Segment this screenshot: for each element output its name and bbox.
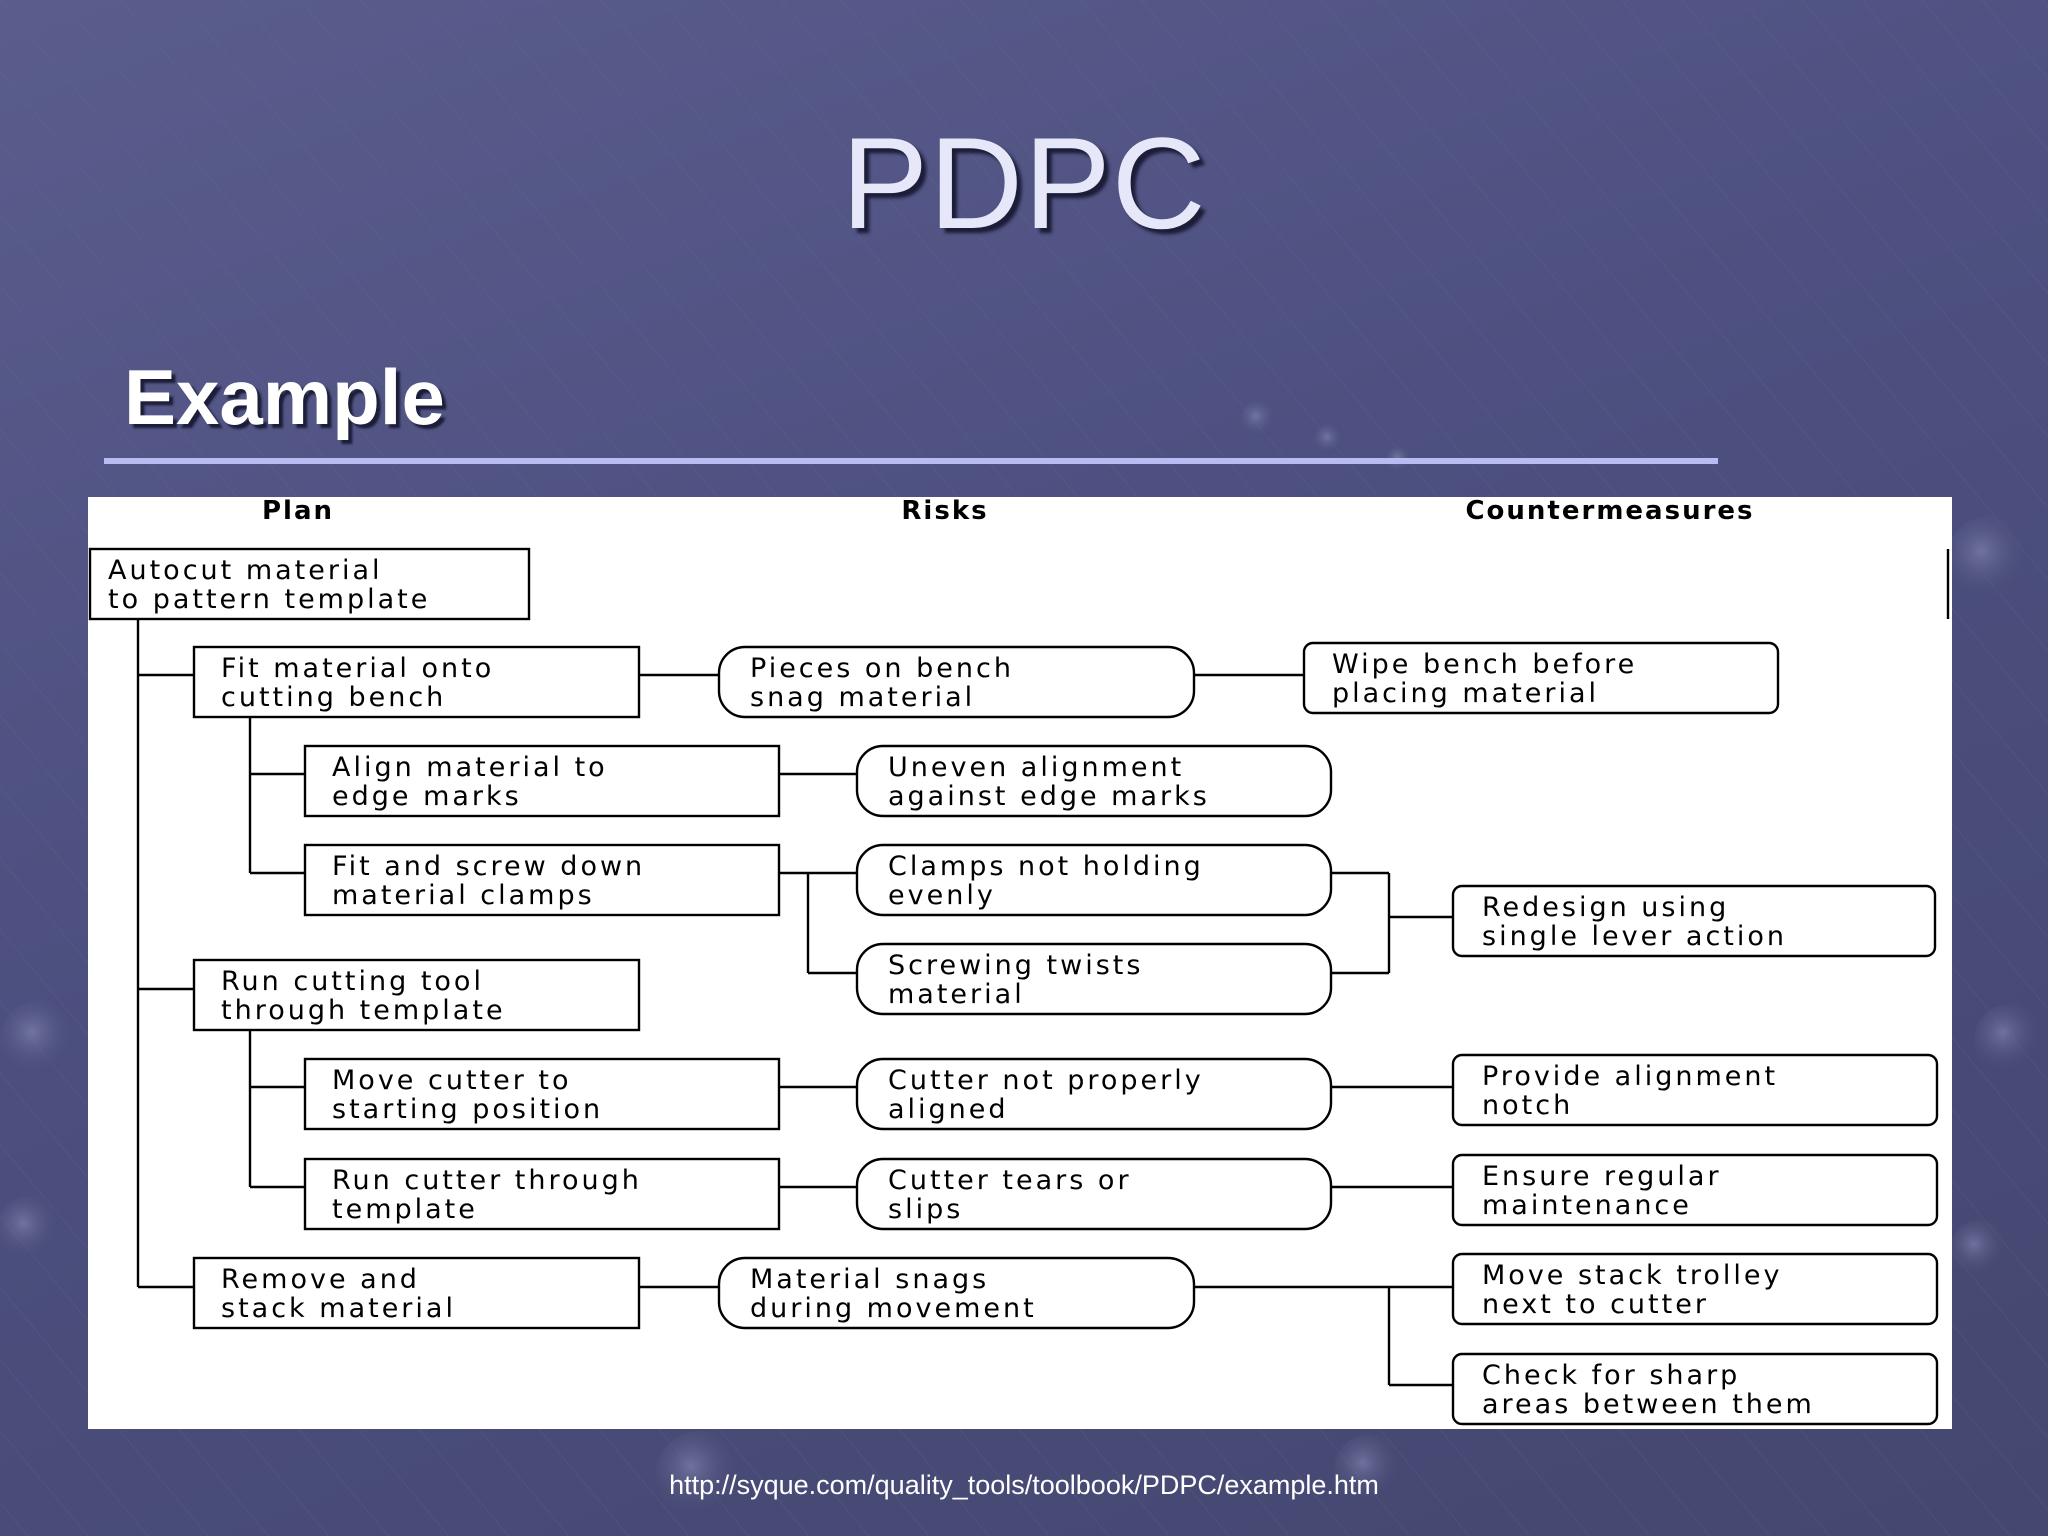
svg-text:Pieces on bench: Pieces on bench: [750, 653, 1014, 684]
svg-text:snag material: snag material: [750, 682, 975, 713]
column-header-plan: Plan: [262, 497, 334, 526]
svg-text:Move stack trolley: Move stack trolley: [1482, 1260, 1782, 1291]
svg-text:Material snags: Material snags: [750, 1264, 989, 1295]
risk-clamps-uneven-box: Clamps not holding evenly: [855, 843, 1333, 917]
plan-run-cutter-box: Run cutter through template: [303, 1157, 781, 1231]
plan-root-box: Autocut material to pattern template: [88, 547, 531, 621]
plan-fit-clamps-box: Fit and screw down material clamps: [303, 843, 781, 917]
countermeasure-check-sharp-box: Check for sharp areas between them: [1451, 1352, 1939, 1426]
svg-text:through template: through template: [221, 995, 506, 1026]
pdpc-diagram: Plan Risks Countermeasures Autocut mater…: [88, 497, 1950, 1426]
risk-pieces-snag-box: Pieces on bench snag material: [717, 645, 1196, 719]
svg-text:edge marks: edge marks: [332, 781, 522, 812]
svg-text:Remove and: Remove and: [221, 1264, 420, 1295]
svg-text:evenly: evenly: [888, 880, 996, 911]
plan-remove-stack-box: Remove and stack material: [192, 1256, 641, 1330]
heading-underline: [104, 458, 1718, 464]
svg-text:maintenance: maintenance: [1482, 1190, 1692, 1221]
plan-run-tool-box: Run cutting tool through template: [192, 958, 641, 1032]
countermeasure-wipe-bench-box: Wipe bench before placing material: [1302, 641, 1780, 715]
source-url: http://syque.com/quality_tools/toolbook/…: [669, 1470, 1379, 1500]
svg-text:Wipe bench before: Wipe bench before: [1332, 649, 1637, 680]
svg-text:aligned: aligned: [888, 1094, 1009, 1125]
risk-material-snags-box: Material snags during movement: [717, 1256, 1196, 1330]
svg-text:Ensure regular: Ensure regular: [1482, 1161, 1722, 1192]
svg-text:Move cutter to: Move cutter to: [332, 1065, 572, 1096]
svg-text:Run cutter through: Run cutter through: [332, 1165, 642, 1196]
svg-text:material: material: [888, 979, 1025, 1010]
svg-text:starting position: starting position: [332, 1094, 603, 1125]
svg-text:cutting bench: cutting bench: [221, 682, 446, 713]
svg-text:to pattern template: to pattern template: [108, 584, 430, 615]
svg-text:stack material: stack material: [221, 1293, 456, 1324]
svg-text:Cutter not properly: Cutter not properly: [888, 1065, 1204, 1096]
svg-text:Cutter tears or: Cutter tears or: [888, 1165, 1132, 1196]
plan-fit-material-box: Fit material onto cutting bench: [192, 645, 641, 719]
plan-align-material-box: Align material to edge marks: [303, 744, 781, 818]
svg-text:during movement: during movement: [750, 1293, 1037, 1324]
risk-screwing-twists-box: Screwing twists material: [855, 942, 1333, 1016]
svg-text:Uneven alignment: Uneven alignment: [888, 752, 1184, 783]
pdpc-diagram-panel: Plan Risks Countermeasures Autocut mater…: [88, 497, 1952, 1429]
svg-text:single lever action: single lever action: [1482, 921, 1787, 952]
risk-uneven-alignment-box: Uneven alignment against edge marks: [855, 744, 1333, 818]
slide-title: PDPC: [841, 110, 1207, 256]
svg-text:placing material: placing material: [1332, 678, 1599, 709]
svg-text:Run cutting tool: Run cutting tool: [221, 966, 484, 997]
countermeasure-alignment-notch-box: Provide alignment notch: [1451, 1053, 1939, 1127]
svg-text:template: template: [332, 1194, 478, 1225]
risk-cutter-misaligned-box: Cutter not properly aligned: [855, 1057, 1333, 1131]
countermeasure-redesign-lever-box: Redesign using single lever action: [1451, 884, 1937, 958]
svg-text:Fit material onto: Fit material onto: [221, 653, 494, 684]
svg-text:Redesign using: Redesign using: [1482, 892, 1729, 923]
countermeasure-move-trolley-box: Move stack trolley next to cutter: [1451, 1252, 1939, 1326]
connector-lines: [136, 549, 1950, 1387]
svg-text:against edge marks: against edge marks: [888, 781, 1210, 812]
svg-text:Clamps not holding: Clamps not holding: [888, 851, 1204, 882]
section-heading: Example: [124, 353, 445, 441]
countermeasure-maintenance-box: Ensure regular maintenance: [1451, 1153, 1939, 1227]
column-header-risks: Risks: [901, 497, 988, 526]
svg-text:Fit and screw down: Fit and screw down: [332, 851, 645, 882]
svg-text:Screwing twists: Screwing twists: [888, 950, 1143, 981]
plan-move-cutter-box: Move cutter to starting position: [303, 1057, 781, 1131]
risk-cutter-tears-box: Cutter tears or slips: [855, 1157, 1333, 1231]
svg-text:material clamps: material clamps: [332, 880, 595, 911]
svg-text:notch: notch: [1482, 1090, 1573, 1121]
svg-text:Autocut material: Autocut material: [108, 555, 383, 586]
svg-text:next to cutter: next to cutter: [1482, 1289, 1709, 1320]
svg-text:Align material to: Align material to: [332, 752, 608, 783]
column-header-countermeasures: Countermeasures: [1465, 497, 1754, 526]
svg-text:areas between them: areas between them: [1482, 1389, 1815, 1420]
svg-text:Check for sharp: Check for sharp: [1482, 1360, 1740, 1391]
svg-text:slips: slips: [888, 1194, 963, 1225]
svg-text:Provide alignment: Provide alignment: [1482, 1061, 1778, 1092]
